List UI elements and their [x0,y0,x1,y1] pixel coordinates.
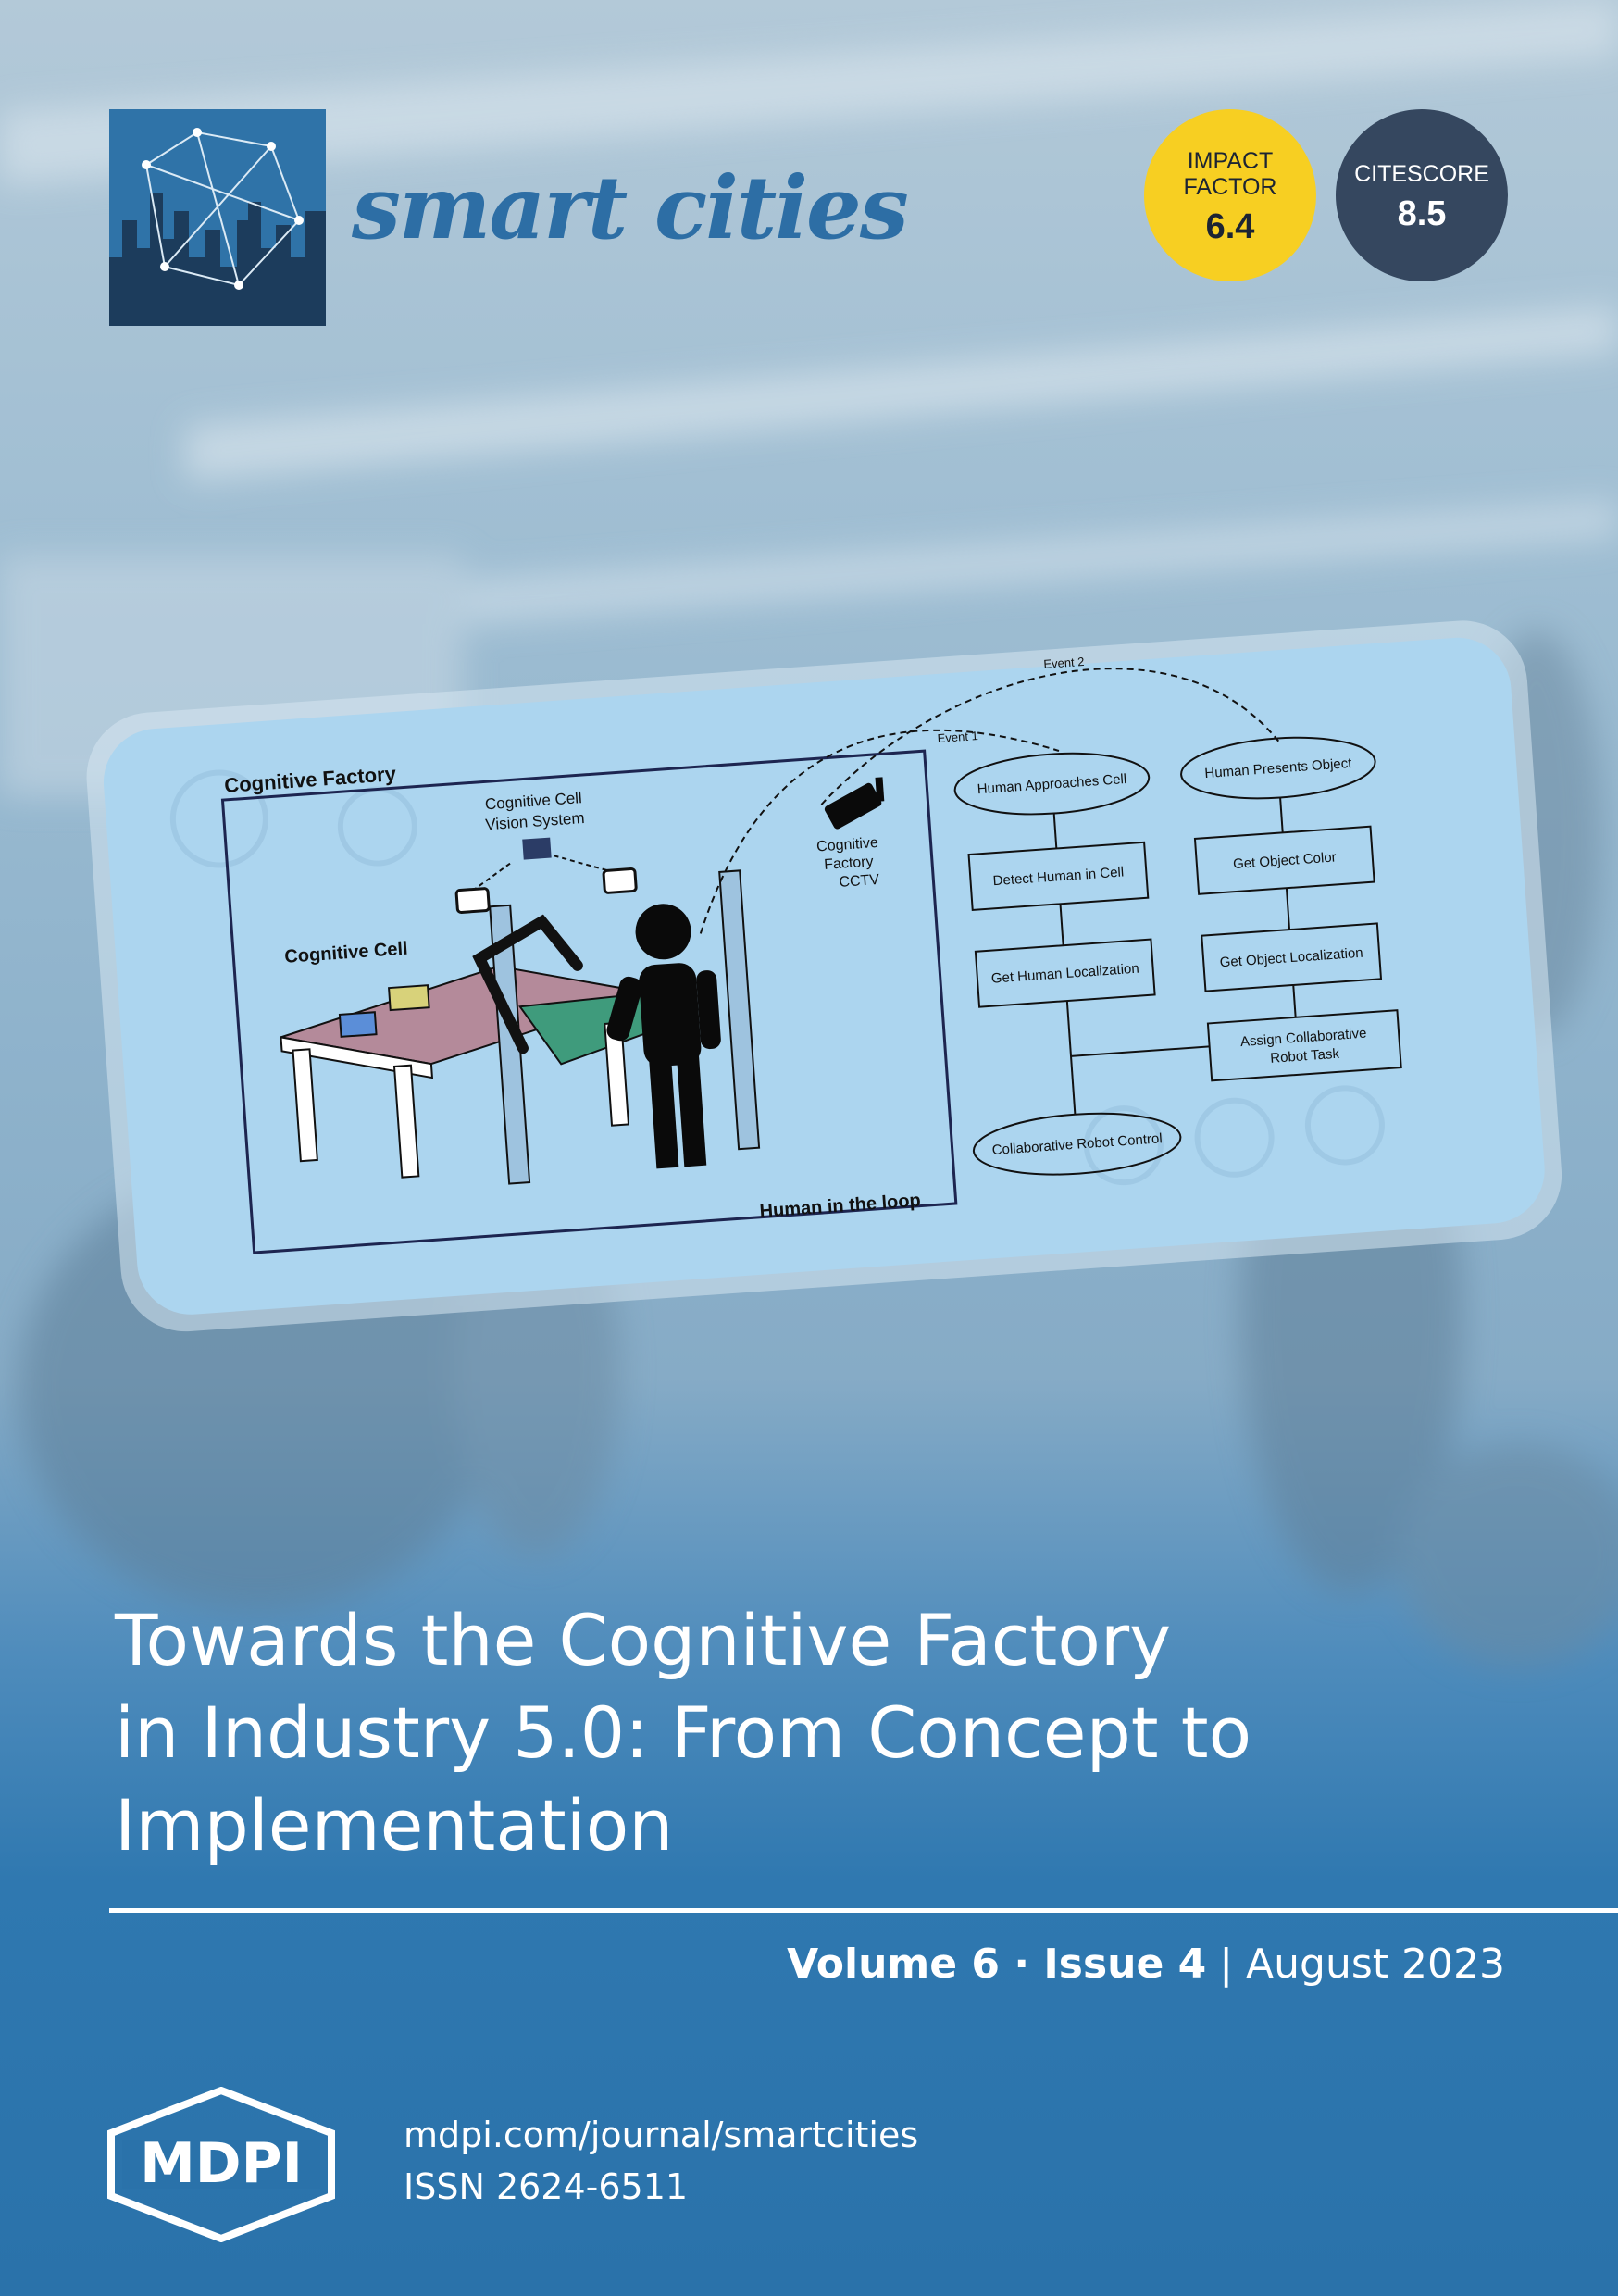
cell-camera-icon [454,867,638,914]
cctv-camera-icon [824,777,885,830]
impact-factor-badge: IMPACT FACTOR 6.4 [1144,109,1316,281]
vision-system-icon [522,837,552,860]
citescore-value: 8.5 [1397,194,1447,233]
impact-factor-value: 6.4 [1205,207,1255,246]
cctv-label-3: CCTV [839,872,880,891]
volume-label: Volume 6 [787,1940,1001,1988]
issue-label: Issue 4 [1043,1940,1207,1988]
mdpi-wordmark: MDPI [140,2131,303,2196]
event1-label: Event 1 [937,729,978,745]
citescore-label: CITESCORE [1354,161,1489,187]
right-pillar [718,869,761,1151]
mdpi-hexagon-icon [107,2087,335,2242]
impact-factor-label: IMPACT FACTOR [1144,109,1316,200]
article-title-line1: Towards the Cognitive Factory [115,1599,1172,1681]
issue-info: Volume 6 · Issue 4 | August 2023 [787,1940,1505,1988]
issue-date: August 2023 [1246,1940,1505,1988]
journal-url-link[interactable]: mdpi.com/journal/smartcities [404,2115,919,2155]
journal-logo [109,109,326,326]
cctv-label-1: Cognitive [816,835,879,855]
mdpi-logo: MDPI [107,2087,335,2242]
volume-issue-separator: · [1000,1940,1044,1988]
human-icon [606,904,721,1169]
journal-name: smart cities [352,157,909,259]
divider-rule [109,1908,1618,1913]
issn-text: ISSN 2624-6511 [404,2166,689,2207]
factory-frame [220,749,958,1254]
cctv-label-2: Factory [824,854,874,873]
blue-box [338,1011,378,1038]
article-title-line2: in Industry 5.0: From Concept to [115,1691,1252,1774]
flow-assign-2: Robot Task [1270,1046,1340,1067]
table-legs [292,1021,630,1179]
article-title: Towards the Cognitive Factory in Industr… [115,1594,1559,1872]
date-separator: | [1206,1940,1247,1988]
yellow-box [388,984,430,1012]
event2-label: Event 2 [1043,655,1085,671]
article-title-line3: Implementation [115,1784,674,1866]
impact-label-line1: IMPACT [1187,148,1274,174]
robot-arm-icon [472,914,583,1054]
tablet-screen [103,637,1545,1315]
impact-label-line2: FACTOR [1183,174,1277,200]
citescore-badge: CITESCORE 8.5 [1336,109,1508,281]
